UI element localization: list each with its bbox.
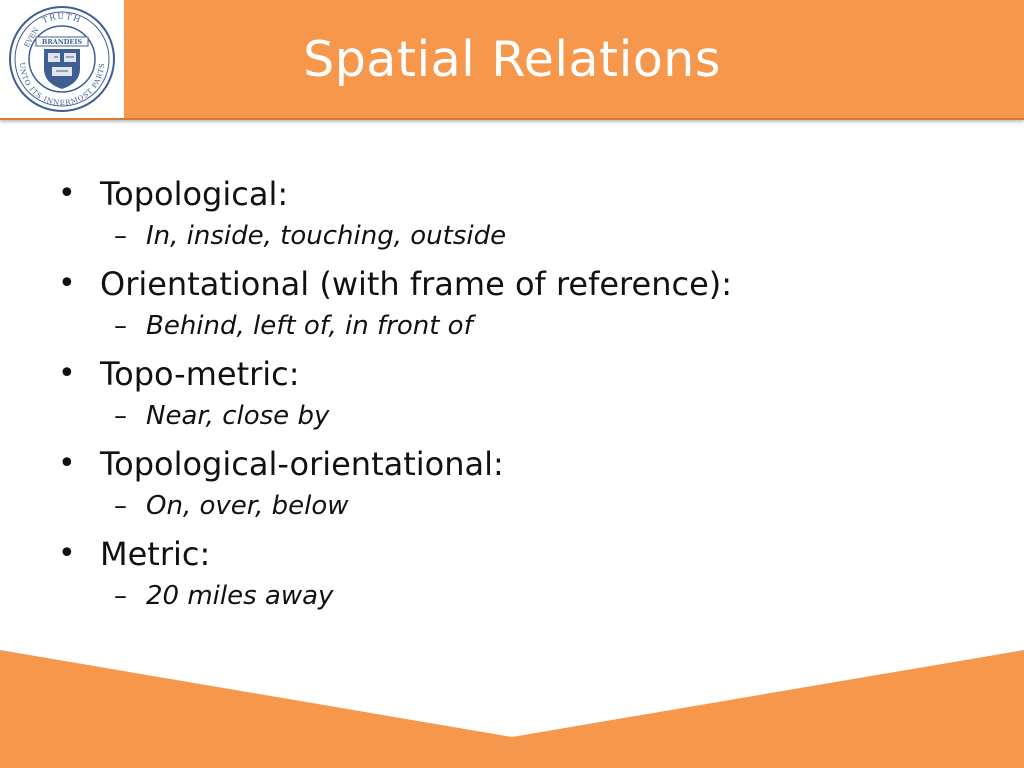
sub-item-text: 20 miles away [146,581,334,611]
bullet-list: • Topological: – In, inside, touching, o… [58,178,998,628]
bullet-marker: • [58,266,76,301]
sub-item-topological-orientational: – On, over, below [58,493,998,519]
sub-item-text: Behind, left of, in front of [146,311,473,341]
dash-marker: – [114,581,127,611]
sub-item-text: On, over, below [146,491,349,521]
bullet-marker: • [58,356,76,391]
sub-item-metric: – 20 miles away [58,583,998,609]
slide-title: Spatial Relations [303,30,721,88]
sub-item-text: In, inside, touching, outside [146,221,507,251]
bullet-label: Metric: [100,535,211,573]
footer-band [0,650,1024,768]
bullet-item-topological-orientational: • Topological-orientational: [58,448,998,480]
dash-marker: – [114,491,127,521]
seal-banner [35,36,89,47]
bullet-label: Topological-orientational: [100,445,504,483]
dash-marker: – [114,221,127,251]
bullet-item-topo-metric: • Topo-metric: [58,358,998,390]
sub-item-topo-metric: – Near, close by [58,403,998,429]
bullet-item-metric: • Metric: [58,538,998,570]
bullet-item-orientational: • Orientational (with frame of reference… [58,268,998,300]
bullet-label: Orientational (with frame of reference): [100,265,733,303]
bullet-marker: • [58,446,76,481]
bullet-label: Topological: [100,175,289,213]
seal-ring-text-top: TRUTH [41,12,83,25]
logo-box: TRUTH UNTO ITS INNERMOST PARTS EVEN BRAN… [0,0,124,118]
sub-item-orientational: – Behind, left of, in front of [58,313,998,339]
bullet-marker: • [58,536,76,571]
seal-center-text: BRANDEIS [42,38,83,46]
bullet-marker: • [58,176,76,211]
bullet-item-topological: • Topological: [58,178,998,210]
bullet-label: Topo-metric: [100,355,300,393]
dash-marker: – [114,401,127,431]
footer-chevron [0,650,1024,768]
sub-item-topological: – In, inside, touching, outside [58,223,998,249]
sub-item-text: Near, close by [146,401,330,431]
dash-marker: – [114,311,127,341]
university-seal-logo: TRUTH UNTO ITS INNERMOST PARTS EVEN BRAN… [9,6,115,112]
title-bar: TRUTH UNTO ITS INNERMOST PARTS EVEN BRAN… [0,0,1024,120]
